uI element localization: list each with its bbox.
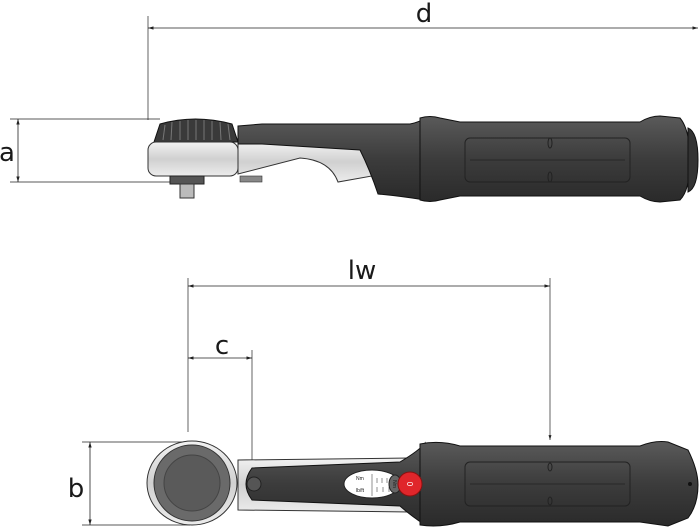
unit-window-label: Nm [391, 480, 397, 488]
scale-unit-nm: Nm [356, 476, 364, 482]
wrench-side-view [147, 115, 699, 203]
dimension-label-b: b [68, 474, 85, 504]
dimension-b: b [68, 441, 190, 526]
wrench-top-view: Nm lb/ft Nm 0 [146, 440, 699, 527]
dimension-label-lw: lw [348, 256, 377, 286]
dimension-label-d: d [416, 0, 433, 29]
dimension-label-c: c [215, 331, 229, 361]
dimension-d: d [147, 0, 698, 120]
scale-unit-lbft: lb/ft [356, 488, 365, 494]
handle-grip [419, 115, 691, 203]
dimension-a: a [0, 118, 180, 183]
dimension-lw: lw [187, 256, 552, 440]
lock-button-label: 0 [405, 482, 414, 487]
dimension-label-a: a [0, 138, 15, 168]
lock-button[interactable] [397, 471, 423, 497]
